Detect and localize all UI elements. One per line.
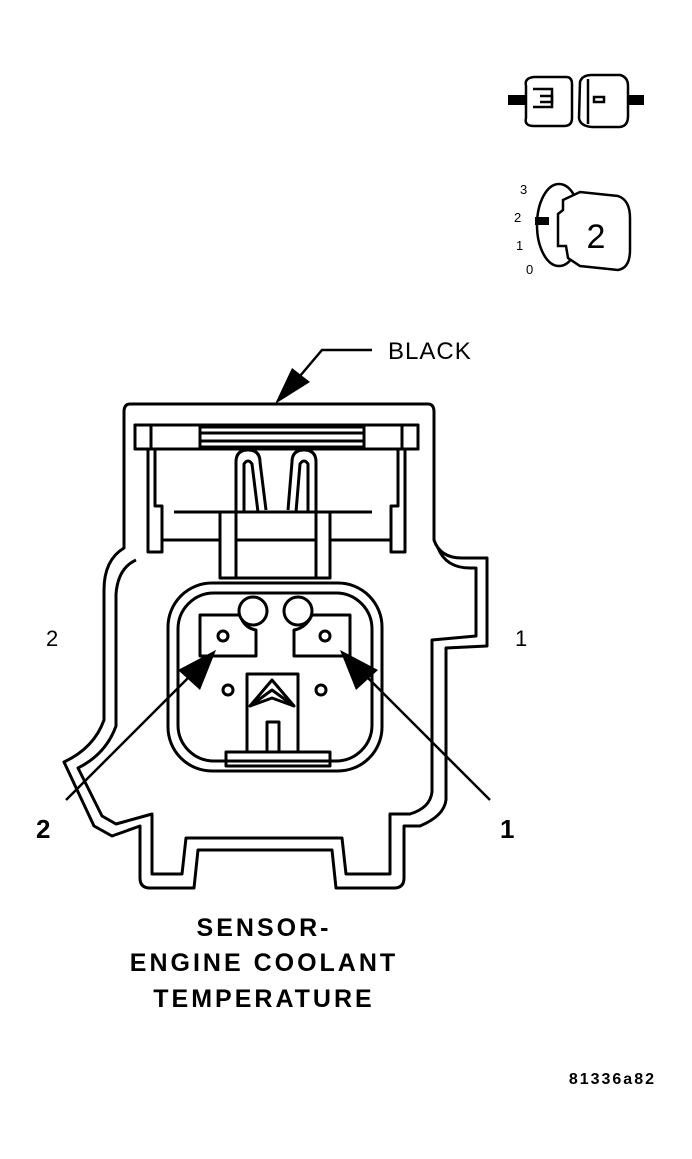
position-scale: 3 2 1 0 — [514, 182, 533, 277]
callout-arrow-left — [65, 650, 216, 801]
scale-label-2: 2 — [514, 210, 521, 225]
scale-label-1: 1 — [516, 238, 523, 253]
side-label-left: 2 — [46, 626, 58, 651]
callout-label-right: 1 — [500, 814, 514, 844]
title-line-3: TEMPERATURE — [153, 985, 374, 1013]
side-label-right: 1 — [515, 626, 527, 651]
scale-label-3: 3 — [520, 182, 527, 197]
color-callout-leader — [275, 348, 372, 404]
connector-body — [62, 402, 489, 890]
callout-arrow-right — [340, 650, 491, 801]
position-key-value: 2 — [587, 218, 606, 256]
connector-mating-icon — [508, 73, 644, 129]
title-line-1: SENSOR- — [197, 914, 332, 942]
scale-label-0: 0 — [526, 262, 533, 277]
figure-id: 81336a82 — [569, 1071, 656, 1088]
connector-color-label: BLACK — [388, 338, 472, 365]
title-line-2: ENGINE COOLANT — [130, 949, 398, 977]
callout-label-left: 2 — [36, 814, 50, 844]
position-key-icon — [535, 182, 632, 272]
